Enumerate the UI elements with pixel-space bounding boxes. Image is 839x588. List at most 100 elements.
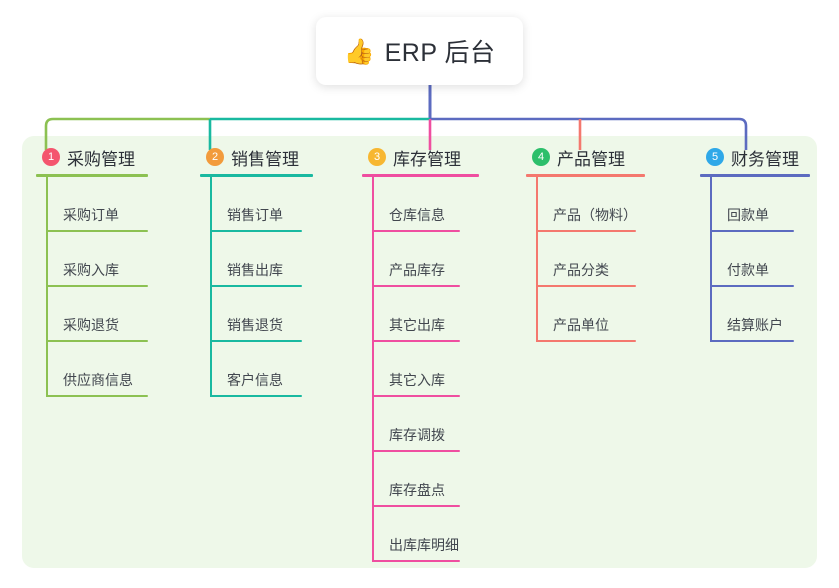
branch-item[interactable]: 产品分类 [526, 232, 645, 287]
branch-column-2: 2 销售管理销售订单销售出库销售退货客户信息 [200, 144, 313, 397]
branch-item[interactable]: 产品单位 [526, 287, 645, 342]
branch-number-badge: 1 [42, 148, 60, 166]
branch-underline [200, 174, 313, 177]
branch-number-badge: 4 [532, 148, 550, 166]
branch-item-label: 回款单 [727, 207, 769, 223]
branch-item-label: 仓库信息 [389, 207, 445, 223]
branch-item-underline [536, 230, 636, 232]
branch-item[interactable]: 销售出库 [200, 232, 313, 287]
branch-item-label: 产品单位 [553, 317, 609, 333]
root-node[interactable]: 👍 ERP 后台 [316, 17, 523, 85]
branch-number-badge: 3 [368, 148, 386, 166]
branch-item-underline [372, 505, 460, 507]
branch-item-list: 采购订单采购入库采购退货供应商信息 [36, 177, 148, 397]
branch-item-underline [372, 395, 460, 397]
branch-spine [710, 177, 712, 342]
branch-underline [526, 174, 645, 177]
branch-item-underline [372, 285, 460, 287]
branch-item-list: 产品（物料） 产品分类产品单位 [526, 177, 645, 342]
branch-item-label: 供应商信息 [63, 372, 133, 388]
branch-header-1[interactable]: 1 采购管理 [36, 144, 148, 170]
branch-item[interactable]: 销售订单 [200, 177, 313, 232]
branches-panel [22, 136, 817, 568]
branch-item-underline [46, 395, 148, 397]
branch-title: 财务管理 [731, 149, 799, 169]
branch-title: 产品管理 [557, 149, 625, 169]
branch-number-badge: 2 [206, 148, 224, 166]
branch-item[interactable]: 库存调拨 [362, 397, 479, 452]
branch-item[interactable]: 结算账户 [700, 287, 810, 342]
branch-item[interactable]: 其它出库 [362, 287, 479, 342]
branch-title: 销售管理 [231, 149, 299, 169]
branch-header-2[interactable]: 2 销售管理 [200, 144, 313, 170]
branch-item-list: 仓库信息产品库存其它出库其它入库库存调拨库存盘点出库库明细 [362, 177, 479, 562]
branch-item[interactable]: 采购入库 [36, 232, 148, 287]
branch-item-label: 其它入库 [389, 372, 445, 388]
branch-header-4[interactable]: 4 产品管理 [526, 144, 645, 170]
branch-item[interactable]: 产品库存 [362, 232, 479, 287]
branch-item-underline [372, 230, 460, 232]
branch-item-underline [210, 285, 302, 287]
branch-number-badge: 5 [706, 148, 724, 166]
branch-item-label: 其它出库 [389, 317, 445, 333]
branch-item-label: 采购退货 [63, 317, 119, 333]
branch-item-label: 客户信息 [227, 372, 283, 388]
branch-item-label: 产品分类 [553, 262, 609, 278]
thumbs-up-icon: 👍 [343, 36, 375, 66]
branch-item-underline [372, 340, 460, 342]
branch-item-label: 销售出库 [227, 262, 283, 278]
branch-item[interactable]: 付款单 [700, 232, 810, 287]
branch-item[interactable]: 其它入库 [362, 342, 479, 397]
branch-item[interactable]: 采购订单 [36, 177, 148, 232]
branch-item-underline [210, 230, 302, 232]
branch-underline [36, 174, 148, 177]
branch-item-underline [210, 340, 302, 342]
branch-underline [700, 174, 810, 177]
branch-column-4: 4 产品管理产品（物料） 产品分类产品单位 [526, 144, 645, 342]
branch-item-label: 产品库存 [389, 262, 445, 278]
branch-underline [362, 174, 479, 177]
branch-item-list: 回款单付款单结算账户 [700, 177, 810, 342]
branch-item[interactable]: 出库库明细 [362, 507, 479, 562]
branch-item-label: 库存盘点 [389, 482, 445, 498]
branch-spine [536, 177, 538, 342]
branch-column-1: 1 采购管理采购订单采购入库采购退货供应商信息 [36, 144, 148, 397]
branch-item[interactable]: 库存盘点 [362, 452, 479, 507]
branch-item-label: 采购入库 [63, 262, 119, 278]
branch-item-underline [710, 340, 794, 342]
branch-column-5: 5 财务管理回款单付款单结算账户 [700, 144, 810, 342]
branch-item-label: 产品（物料） [553, 207, 637, 223]
branch-item-underline [710, 230, 794, 232]
branch-item-underline [46, 230, 148, 232]
branch-title: 采购管理 [67, 149, 135, 169]
branch-item-underline [46, 340, 148, 342]
branch-item[interactable]: 回款单 [700, 177, 810, 232]
branch-item-underline [372, 560, 460, 562]
branch-item-label: 销售订单 [227, 207, 283, 223]
branch-item[interactable]: 销售退货 [200, 287, 313, 342]
branch-item[interactable]: 采购退货 [36, 287, 148, 342]
branch-header-5[interactable]: 5 财务管理 [700, 144, 810, 170]
branch-item[interactable]: 产品（物料） [526, 177, 645, 232]
branch-item-underline [710, 285, 794, 287]
branch-item-label: 出库库明细 [389, 537, 459, 553]
branch-item-label: 付款单 [727, 262, 769, 278]
branch-item-underline [210, 395, 302, 397]
branch-spine [46, 177, 48, 397]
root-title: ERP 后台 [384, 39, 496, 67]
branch-item[interactable]: 客户信息 [200, 342, 313, 397]
branch-item-label: 结算账户 [727, 317, 783, 333]
branch-item-underline [372, 450, 460, 452]
branch-item-label: 库存调拨 [389, 427, 445, 443]
branch-item-underline [536, 340, 636, 342]
branch-item[interactable]: 仓库信息 [362, 177, 479, 232]
branch-item-underline [46, 285, 148, 287]
branch-spine [210, 177, 212, 397]
branch-item-list: 销售订单销售出库销售退货客户信息 [200, 177, 313, 397]
branch-item-underline [536, 285, 636, 287]
branch-item[interactable]: 供应商信息 [36, 342, 148, 397]
branch-item-label: 销售退货 [227, 317, 283, 333]
